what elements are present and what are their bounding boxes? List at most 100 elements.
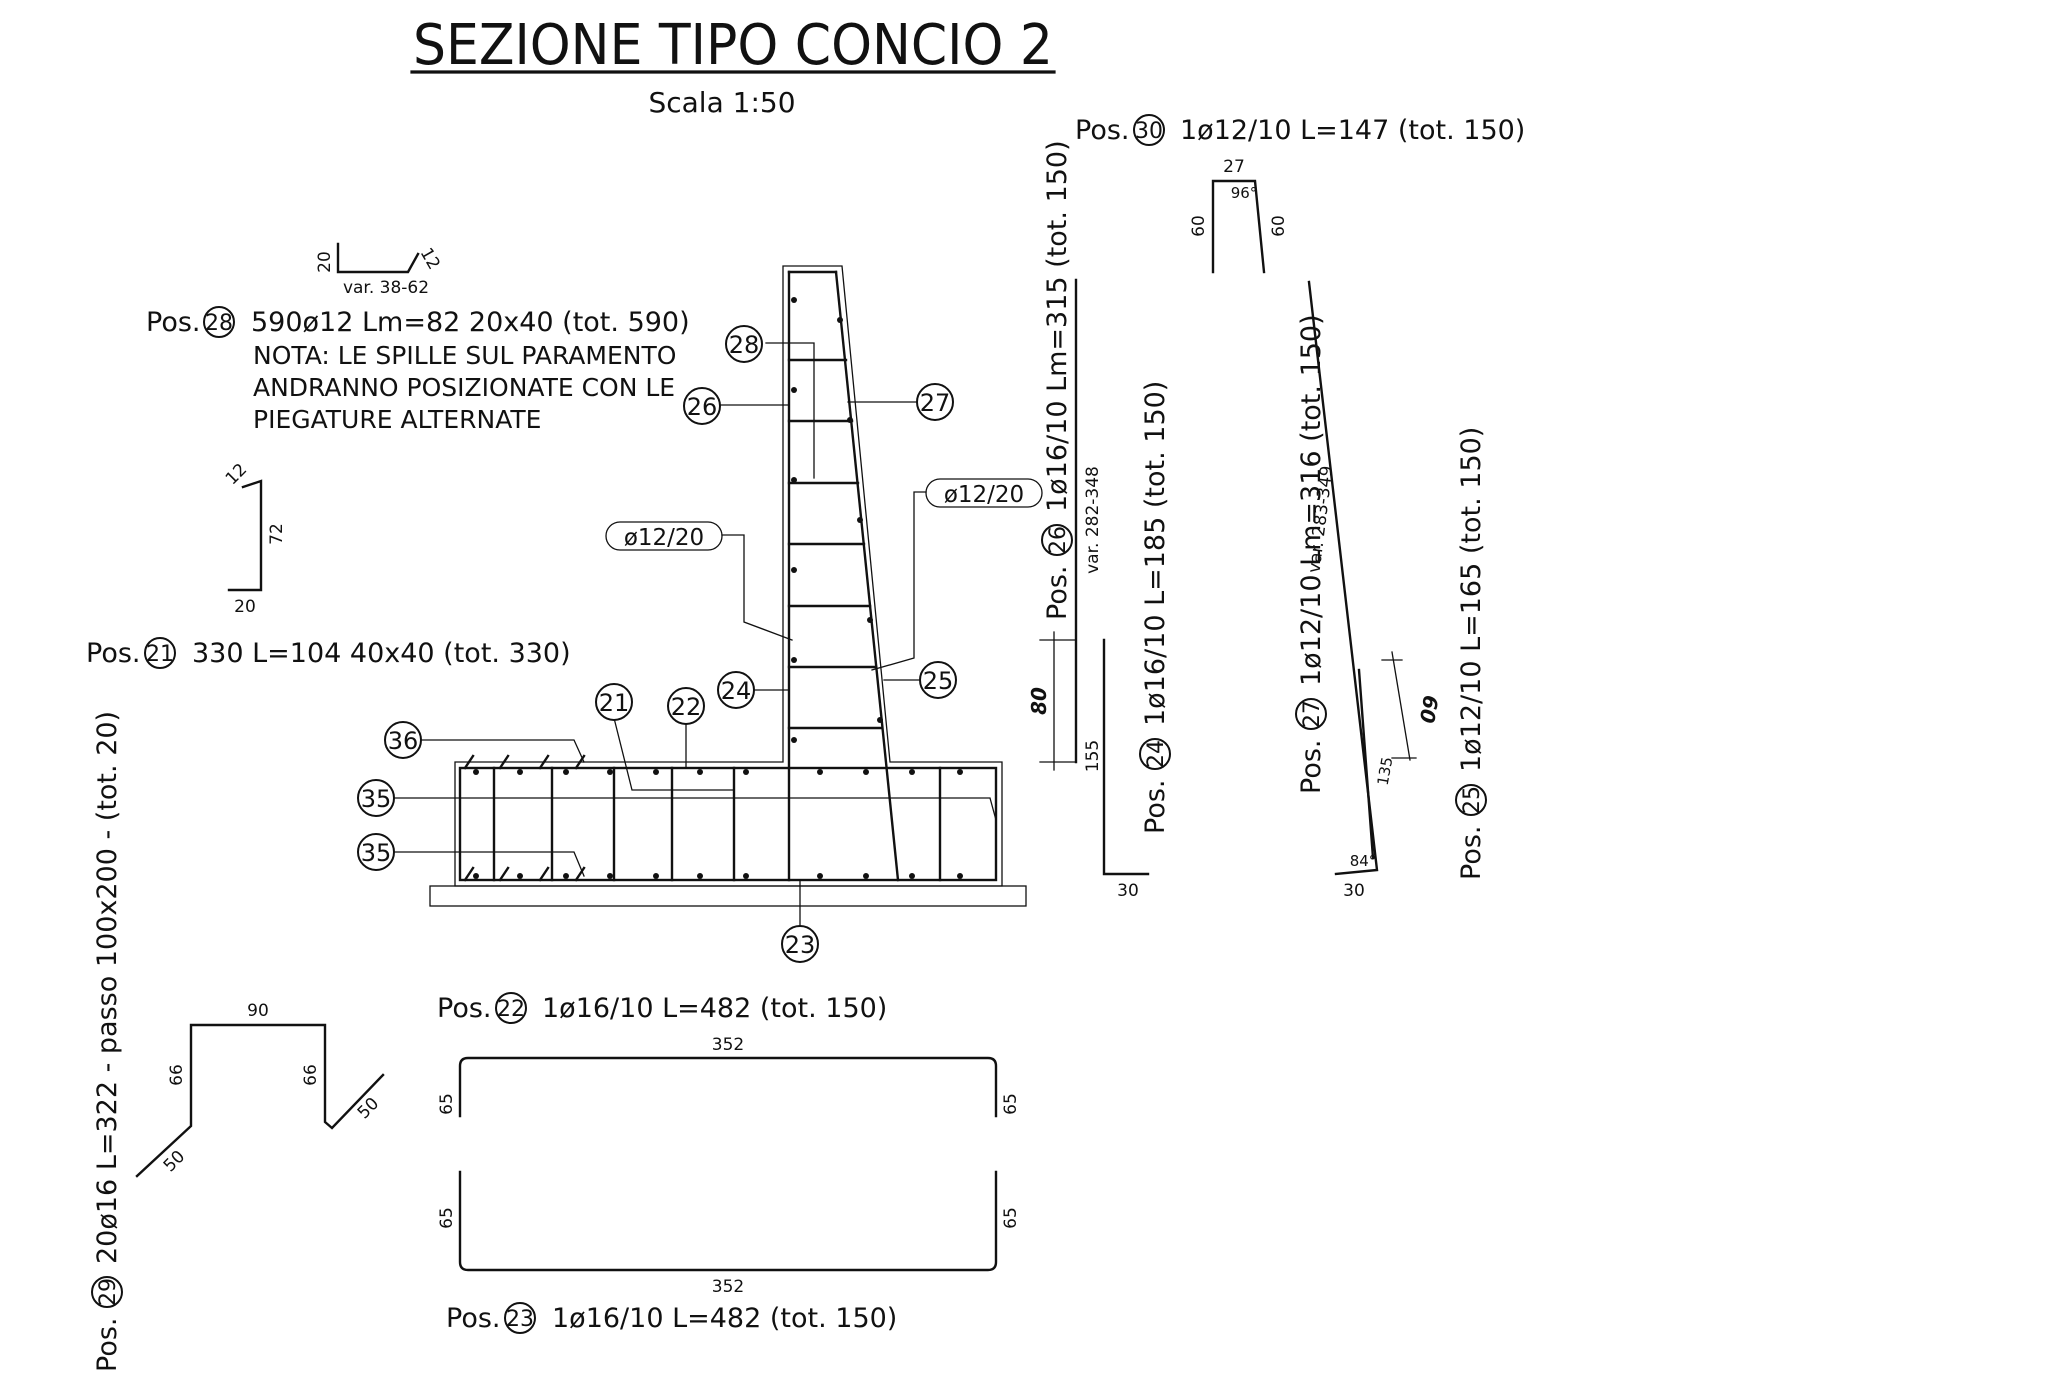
leader-36 xyxy=(420,739,585,763)
pos25-prefix: Pos. xyxy=(1456,826,1487,881)
pos24-spec: 1ø16/10 L=185 (tot. 150) xyxy=(1140,381,1171,726)
pos30-spec: 1ø12/10 L=147 (tot. 150) xyxy=(1180,115,1525,146)
dim-bar27-84: 84° xyxy=(1350,852,1377,870)
pos24-badge xyxy=(1139,738,1171,770)
dim-bar21-72: 72 xyxy=(267,523,287,545)
note-line-2: ANDRANNO POSIZIONATE CON LE xyxy=(253,373,675,402)
pos27-spec: 1ø12/10 Lm=316 (tot. 150) xyxy=(1296,314,1327,686)
pos25-detail: 60 135 Pos. 25 1ø12/10 L=165 (tot. 150) xyxy=(1357,427,1487,881)
pos23-bar-shape xyxy=(458,1170,998,1272)
pos30-prefix: Pos. xyxy=(1075,115,1130,146)
pos22-spec: 1ø16/10 L=482 (tot. 150) xyxy=(542,993,887,1024)
pos29-badge-num: 29 xyxy=(96,1278,121,1306)
pos26-prefix: Pos. xyxy=(1042,566,1073,621)
section-badge-26 xyxy=(683,387,721,425)
dim-bar22-65a: 65 xyxy=(437,1093,457,1115)
pos21-detail: 12 72 20 Pos. 21 330 L=104 40x40 (tot. 3… xyxy=(86,460,571,669)
pos25-bar xyxy=(1357,668,1375,860)
dim-bar27-30: 30 xyxy=(1343,881,1365,901)
dim-bar29-66a: 66 xyxy=(167,1064,187,1086)
scale-label: Scala 1:50 xyxy=(648,86,795,119)
pos27-badge-num: 27 xyxy=(1300,700,1325,728)
section-badge-27-num: 27 xyxy=(920,389,951,417)
title-block: SEZIONE TIPO CONCIO 2 Scala 1:50 xyxy=(410,13,1056,119)
dim-bar25-135: 135 xyxy=(1374,755,1397,786)
dim-bar30-27: 27 xyxy=(1223,157,1245,177)
section-badge-27 xyxy=(916,383,954,421)
note-line-1: NOTA: LE SPILLE SUL PARAMENTO xyxy=(253,341,676,370)
pos21-badge-num: 21 xyxy=(146,642,174,667)
pos28-badge-num: 28 xyxy=(205,311,233,336)
section-badge-21 xyxy=(595,683,633,721)
pos26-badge xyxy=(1041,524,1073,556)
pos22-prefix: Pos. xyxy=(437,993,492,1024)
pos21-badge xyxy=(144,637,176,669)
pos25-badge xyxy=(1455,784,1487,816)
dim-bar24-155: 155 xyxy=(1083,740,1103,772)
pos28-detail: 20 12 var. 38-62 Pos. 28 590ø12 Lm=82 20… xyxy=(146,242,690,434)
dim-bar25-60: 60 xyxy=(1415,693,1443,725)
dim-hook28-12: 12 xyxy=(416,245,444,274)
rebar-dots xyxy=(473,297,963,879)
section-badge-35a-num: 35 xyxy=(361,785,392,813)
dim-bar23-65b: 65 xyxy=(1001,1207,1021,1229)
dim-bar29-90: 90 xyxy=(247,1001,269,1021)
pos29-prefix: Pos. xyxy=(92,1318,123,1373)
pos30-badge-num: 30 xyxy=(1135,119,1163,144)
dim-bar29-50b: 50 xyxy=(354,1094,383,1123)
pos27-badge xyxy=(1295,698,1327,730)
leader-tag-right xyxy=(871,491,927,671)
dim-bar29-66b: 66 xyxy=(301,1064,321,1086)
dim-bar30-60a: 60 xyxy=(1189,215,1209,237)
pos29-badge xyxy=(91,1276,123,1308)
footing-cage xyxy=(458,766,998,882)
section-badge-25 xyxy=(919,661,957,699)
pos29-bar-shape xyxy=(135,1023,385,1178)
pos30-badge xyxy=(1133,114,1165,146)
dim-bar26-var: var. 282-348 xyxy=(1083,466,1103,574)
dim-bar22-65b: 65 xyxy=(1001,1093,1021,1115)
leader-tag-left xyxy=(721,534,793,641)
pos28-prefix: Pos. xyxy=(146,307,201,338)
dim-bar30-96: 96° xyxy=(1231,184,1258,202)
pos26-badge-num: 26 xyxy=(1046,526,1071,554)
section-badge-25-num: 25 xyxy=(923,667,954,695)
pos27-detail: var. 283-349 30 84° Pos. 27 1ø12/10 Lm=3… xyxy=(1295,280,1379,901)
section-badge-23 xyxy=(781,925,819,963)
pos26-dim-80 xyxy=(1039,631,1077,771)
section-badge-36 xyxy=(384,721,422,759)
section-badge-24 xyxy=(717,671,755,709)
pos23-badge-num: 23 xyxy=(506,1307,534,1332)
leader-35a xyxy=(393,797,997,821)
pos24-detail: 155 30 Pos. 24 1ø16/10 L=185 (tot. 150) xyxy=(1083,381,1171,901)
stem-outer-bar xyxy=(834,270,900,882)
dim-bar22-352: 352 xyxy=(712,1035,744,1055)
pos27-bar xyxy=(1307,280,1379,876)
pos29-detail: 90 66 66 50 50 Pos. 29 20ø16 L=322 - pas… xyxy=(91,711,385,1373)
pos22-badge xyxy=(495,992,527,1024)
dim-bar24-30: 30 xyxy=(1117,881,1139,901)
pos30-bar-shape xyxy=(1211,179,1266,274)
section-badge-35b-num: 35 xyxy=(361,839,392,867)
section-badge-21-num: 21 xyxy=(599,689,630,717)
dim-bar23-65a: 65 xyxy=(437,1207,457,1229)
drawing-title: SEZIONE TIPO CONCIO 2 xyxy=(413,13,1053,78)
pos29-spec: 20ø16 L=322 - passo 100x200 - (tot. 20) xyxy=(92,711,123,1264)
section-badge-24-num: 24 xyxy=(721,677,752,705)
dim-bar23-352: 352 xyxy=(712,1277,744,1297)
dim-bar26-80: 80 xyxy=(1027,687,1051,715)
pos28-badge xyxy=(203,306,235,338)
section-badge-28 xyxy=(725,325,763,363)
pos26-spec: 1ø16/10 Lm=315 (tot. 150) xyxy=(1042,140,1073,512)
leader-21 xyxy=(613,717,735,791)
pos30-detail: Pos. 30 1ø12/10 L=147 (tot. 150) 27 96° … xyxy=(1075,114,1525,274)
leader-28 xyxy=(765,342,815,479)
section-badge-22-num: 22 xyxy=(671,693,702,721)
pos21-bar-shape xyxy=(227,479,263,592)
pos21-prefix: Pos. xyxy=(86,638,141,669)
pos21-spec: 330 L=104 40x40 (tot. 330) xyxy=(192,638,571,669)
pos23-prefix: Pos. xyxy=(446,1303,501,1334)
tag-right-text: ø12/20 xyxy=(944,482,1024,508)
note-line-3: PIEGATURE ALTERNATE xyxy=(253,405,541,434)
